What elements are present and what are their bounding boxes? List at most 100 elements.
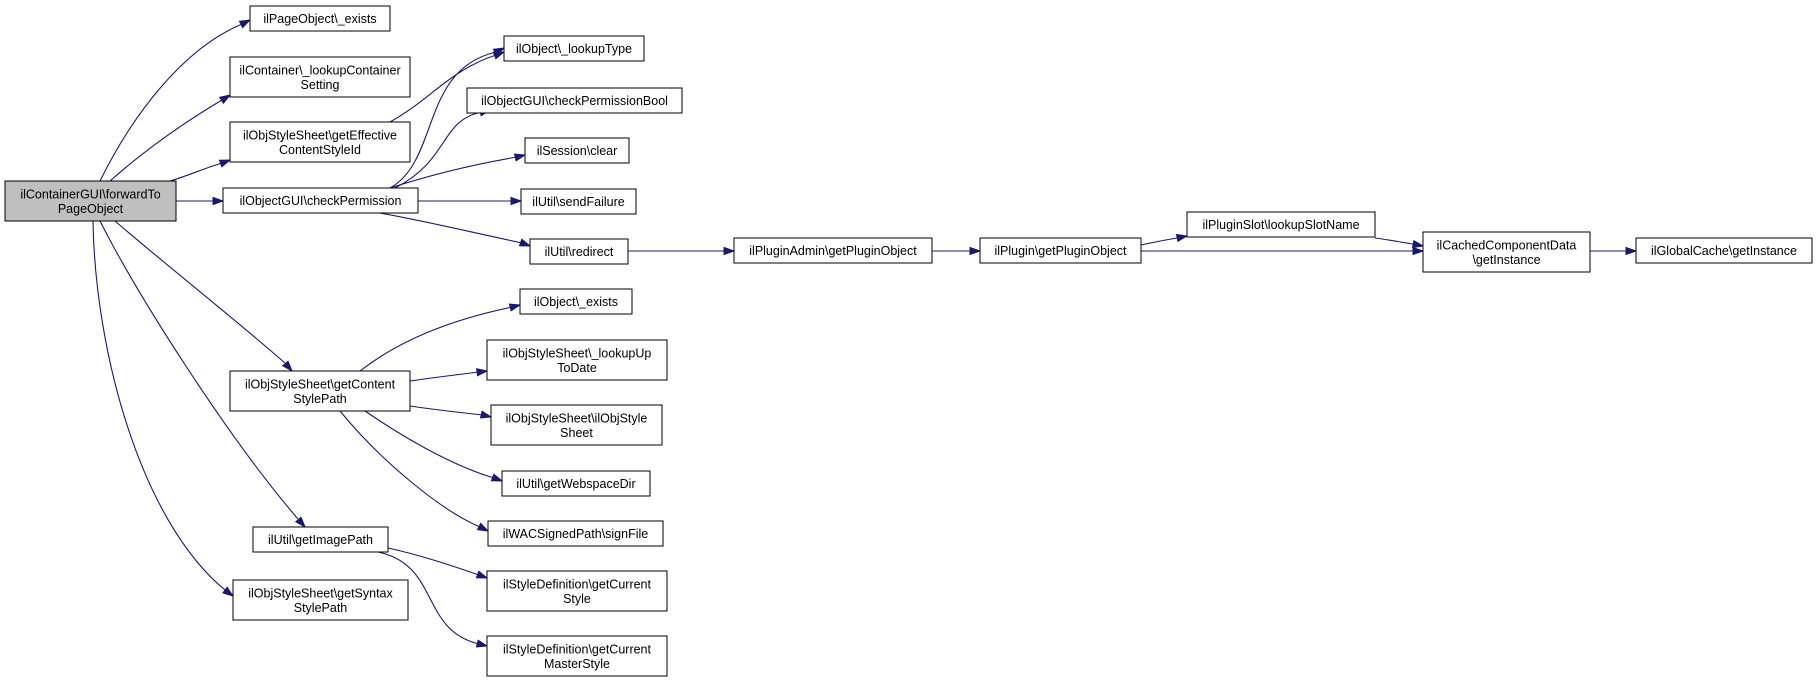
- edge-line: [114, 220, 286, 364]
- arrowhead: [238, 19, 252, 29]
- edge-line: [389, 54, 497, 123]
- edge-checkPermission-to-sessionClear: [389, 153, 527, 189]
- node-label-line: ilObject\_exists: [534, 295, 618, 309]
- edge-pluginAdminGetPluginObject-to-pluginGetPluginObject: [932, 246, 982, 256]
- node-label-line: Sheet: [560, 426, 593, 440]
- edge-redirect-to-pluginAdminGetPluginObject: [628, 246, 736, 256]
- node-label-line: ContentStyleId: [279, 143, 361, 157]
- arrowhead: [513, 153, 527, 162]
- node-label-line: ilPageObject\_exists: [263, 12, 376, 26]
- node-label-line: Setting: [301, 78, 340, 92]
- edge-line: [92, 220, 226, 591]
- edge-line: [389, 51, 497, 189]
- edge-getContentStylePath-to-objectExists: [359, 303, 522, 372]
- node-label-line: ilObjStyleSheet\getEffective: [243, 128, 397, 142]
- node-label-line: ilSession\clear: [537, 144, 618, 158]
- node-box: [979, 237, 1142, 264]
- node-box: [1186, 211, 1376, 238]
- edge-getContentStylePath-to-getWebspaceDir: [364, 410, 504, 482]
- node-box: [229, 370, 411, 412]
- node-lookupType[interactable]: ilObject\_lookupType: [503, 35, 645, 62]
- node-box: [252, 526, 389, 553]
- arrowhead: [281, 360, 293, 373]
- arrowhead: [1412, 246, 1425, 256]
- edge-line: [109, 99, 223, 182]
- node-cachedComponentDataGetInstance[interactable]: ilCachedComponentData\getInstance: [1422, 231, 1591, 273]
- node-label-line: ilObjStyleSheet\_lookupUp: [503, 346, 652, 360]
- edge-line: [359, 306, 513, 372]
- node-globalCacheGetInstance[interactable]: ilGlobalCache\getInstance: [1635, 237, 1813, 264]
- node-ilObjStyleSheetCtor[interactable]: ilObjStyleSheet\ilObjStyleSheet: [490, 404, 663, 446]
- node-label-line: ilUtil\redirect: [545, 245, 614, 259]
- edge-line: [409, 405, 484, 416]
- node-redirect[interactable]: ilUtil\redirect: [529, 238, 629, 265]
- arrowhead: [490, 473, 504, 482]
- arrowhead: [479, 410, 493, 419]
- edge-forwardToPageObject-to-pageObjectExists: [99, 19, 252, 182]
- node-label-line: \getInstance: [1472, 253, 1540, 267]
- node-checkPermissionBool[interactable]: ilObjectGUI\checkPermissionBool: [466, 87, 683, 114]
- edge-lookupSlotName-to-cachedComponentDataGetInstance: [1374, 237, 1425, 249]
- node-label-line: ilPluginAdmin\getPluginObject: [749, 244, 917, 258]
- node-getImagePath[interactable]: ilUtil\getImagePath: [252, 526, 389, 553]
- node-box: [501, 470, 651, 497]
- node-box: [486, 570, 668, 612]
- node-box: [222, 187, 419, 214]
- node-pluginAdminGetPluginObject[interactable]: ilPluginAdmin\getPluginObject: [733, 237, 933, 264]
- node-box: [524, 137, 630, 164]
- edge-line: [364, 410, 495, 479]
- arrowhead: [1175, 233, 1189, 243]
- node-box: [519, 288, 633, 315]
- edge-line: [99, 23, 243, 182]
- node-checkPermission[interactable]: ilObjectGUI\checkPermission: [222, 187, 419, 214]
- edge-forwardToPageObject-to-getSyntaxStylePath: [92, 220, 235, 597]
- edge-line: [1140, 237, 1178, 246]
- node-label-line: ilStyleDefinition\getCurrent: [503, 577, 652, 591]
- node-sendFailure[interactable]: ilUtil\sendFailure: [520, 188, 637, 215]
- node-getWebspaceDir[interactable]: ilUtil\getWebspaceDir: [501, 470, 651, 497]
- node-label-line: ilUtil\sendFailure: [532, 195, 624, 209]
- node-lookupSlotName[interactable]: ilPluginSlot\lookupSlotName: [1186, 211, 1376, 238]
- node-objectExists[interactable]: ilObject\_exists: [519, 288, 633, 315]
- edge-getImagePath-to-getCurrentMasterStyle: [377, 551, 489, 648]
- node-label-line: MasterStyle: [544, 657, 610, 671]
- node-sessionClear[interactable]: ilSession\clear: [524, 137, 630, 164]
- node-box: [229, 121, 411, 163]
- arrowhead: [218, 159, 232, 168]
- node-pageObjectExists[interactable]: ilPageObject\_exists: [249, 5, 391, 32]
- arrowhead: [222, 586, 235, 597]
- node-label-line: ilCachedComponentData: [1437, 238, 1577, 252]
- node-box: [229, 56, 411, 98]
- node-label-line: ilObjectGUI\checkPermission: [240, 194, 402, 208]
- node-box: [503, 35, 645, 62]
- arrowhead: [969, 246, 982, 256]
- edge-pluginGetPluginObject-to-lookupSlotName: [1140, 233, 1189, 246]
- node-label-line: ilStyleDefinition\getCurrent: [503, 642, 652, 656]
- node-getEffectiveContentStyleId[interactable]: ilObjStyleSheet\getEffectiveContentStyle…: [229, 121, 411, 163]
- edge-getContentStylePath-to-signFile: [339, 410, 490, 532]
- node-label-line: ToDate: [557, 361, 597, 375]
- arrowhead: [475, 639, 489, 648]
- node-label-line: ilPluginSlot\lookupSlotName: [1202, 218, 1359, 232]
- node-label-line: StylePath: [294, 601, 348, 615]
- arrowhead: [476, 522, 490, 532]
- node-signFile[interactable]: ilWACSignedPath\signFile: [487, 520, 664, 547]
- node-label-line: ilGlobalCache\getInstance: [1651, 244, 1797, 258]
- edge-line: [379, 212, 523, 244]
- node-pluginGetPluginObject[interactable]: ilPlugin\getPluginObject: [979, 237, 1142, 264]
- node-label-line: ilObjectGUI\checkPermissionBool: [481, 94, 668, 108]
- arrowhead: [294, 516, 306, 529]
- node-box: [1635, 237, 1813, 264]
- arrowhead: [508, 303, 522, 312]
- node-label-line: ilContainerGUI\forwardTo: [20, 187, 160, 201]
- edge-cachedComponentDataGetInstance-to-globalCacheGetInstance: [1590, 246, 1638, 256]
- node-label-line: ilPlugin\getPluginObject: [994, 244, 1127, 258]
